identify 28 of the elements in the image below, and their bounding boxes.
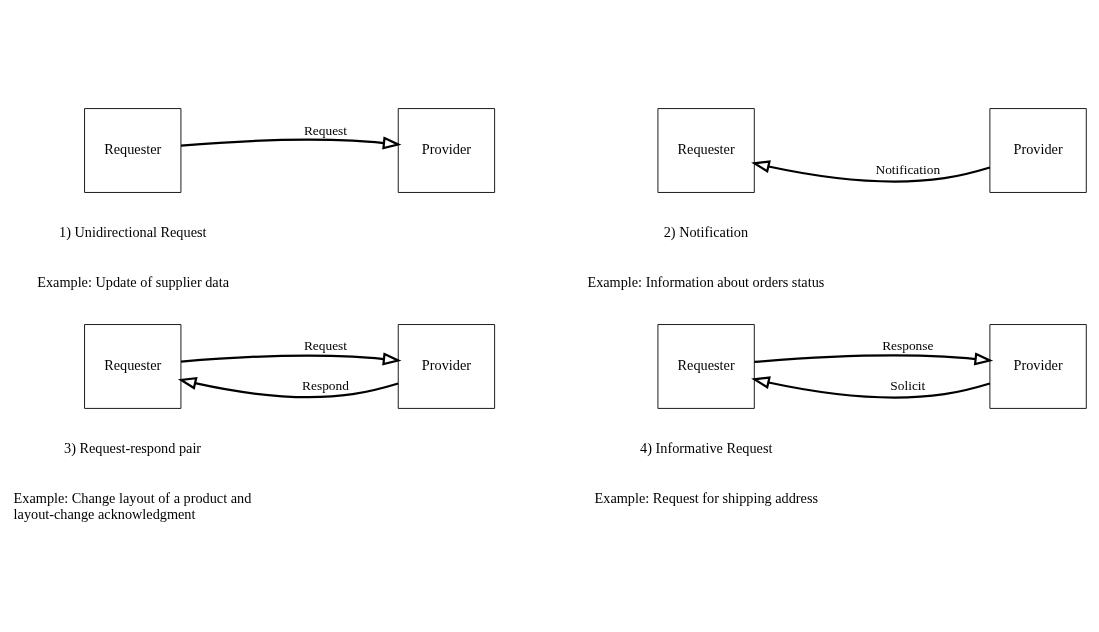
label: Example: Change layout of a product and layout-change acknowledgment [13, 489, 252, 522]
arrow [177, 376, 399, 398]
node-box: Requester [84, 323, 182, 409]
edge-label: Solicit [890, 377, 926, 393]
node-box: Provider [397, 323, 496, 409]
label: 4) Informative Request [640, 439, 773, 456]
edge-label: Response [882, 337, 934, 353]
arrow [751, 375, 991, 399]
node-box: Requester [657, 323, 755, 409]
arrow [754, 351, 994, 365]
edge-label: Notification [875, 161, 941, 177]
arrow [181, 135, 402, 149]
edge-label: Request [303, 122, 348, 138]
arrow [181, 351, 402, 365]
edge-label: Request [303, 337, 348, 353]
node-box: Requester [657, 107, 755, 193]
node-box: Provider [989, 323, 1087, 409]
node-box: Requester [84, 107, 182, 193]
label: 2) Notification [663, 223, 749, 240]
label: 1) Unidirectional Request [59, 223, 207, 240]
label: Example: Update of supplier data [37, 273, 229, 290]
label: Example: Request for shipping address [594, 489, 819, 506]
label: 3) Request-respond pair [64, 439, 202, 456]
arrow [751, 159, 991, 183]
label: Example: Information about orders status [587, 273, 825, 290]
edge-label: Respond [302, 377, 349, 393]
node-box: Provider [989, 107, 1087, 193]
node-box: Provider [397, 107, 496, 193]
